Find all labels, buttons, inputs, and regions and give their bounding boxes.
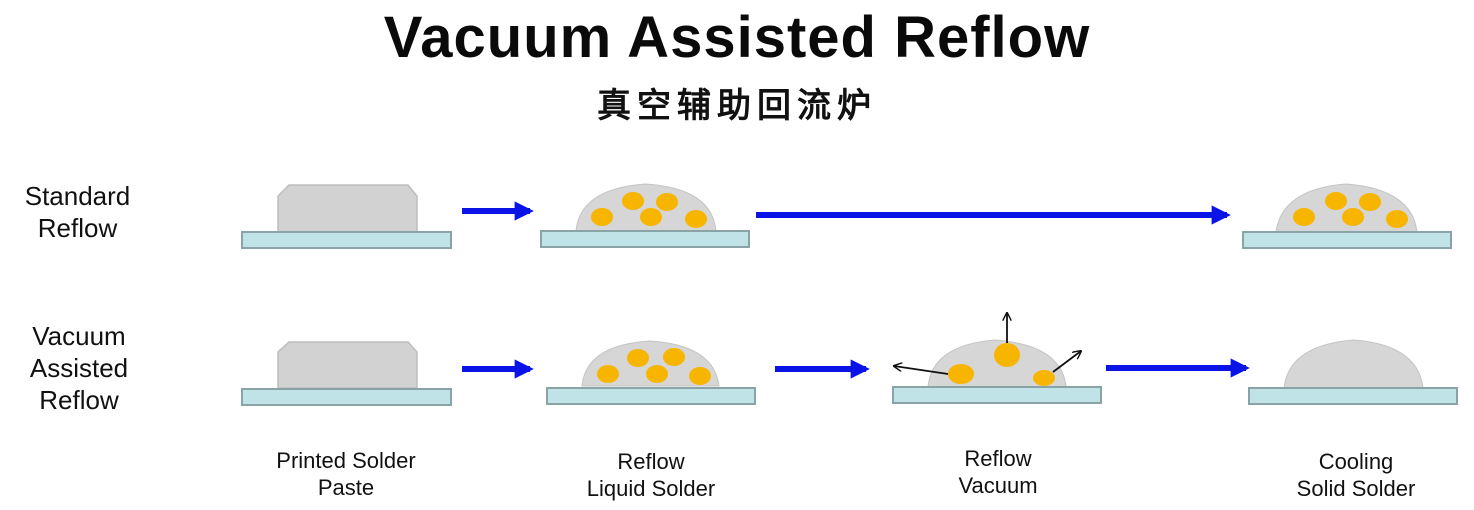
- void-bubble: [640, 208, 662, 226]
- pcb-board: [241, 231, 452, 249]
- stage-label-line: Liquid Solder: [586, 476, 716, 501]
- pcb-board: [241, 388, 452, 406]
- pcb-board: [1242, 231, 1452, 249]
- vacuum-stage-liquid-solder: [546, 340, 756, 405]
- stage-label-line: Vacuum: [958, 473, 1038, 498]
- stage-label-line: Cooling: [1318, 449, 1394, 474]
- stage-label-line: Solid Solder: [1296, 476, 1416, 501]
- void-bubble: [597, 365, 619, 383]
- vacuum-stage-printed-paste: [241, 341, 452, 406]
- void-bubble: [622, 192, 644, 210]
- void-bubble: [1359, 193, 1381, 211]
- stage-label-line: Paste: [317, 475, 375, 500]
- vacuum-stage-solid-solder: [1248, 339, 1458, 405]
- void-escape-arrow-right: [1052, 351, 1081, 373]
- pcb-board: [1248, 387, 1458, 405]
- void-bubble: [656, 193, 678, 211]
- stage-label-line: Printed Solder: [276, 448, 416, 473]
- pcb-board: [546, 387, 756, 405]
- stage-label-printed-paste: Printed Solder Paste: [226, 447, 466, 501]
- row-label-vacuum-assisted-reflow: Vacuum Assisted Reflow: [0, 320, 158, 416]
- stage-label-line: Reflow: [964, 446, 1032, 471]
- stage-label-reflow-liquid: Reflow Liquid Solder: [531, 448, 771, 502]
- row-label-line: Vacuum: [32, 321, 126, 351]
- void-bubble: [689, 367, 711, 385]
- page-title: Vacuum Assisted Reflow: [383, 5, 1091, 70]
- row-label-line: Reflow: [37, 213, 118, 243]
- void-bubble: [994, 343, 1020, 367]
- void-bubble: [1033, 370, 1055, 386]
- void-bubble: [1386, 210, 1408, 228]
- pcb-board: [540, 230, 750, 248]
- row-label-line: Standard: [24, 181, 131, 211]
- stage-label-reflow-vacuum: Reflow Vacuum: [878, 445, 1118, 499]
- void-bubble: [685, 210, 707, 228]
- void-bubble: [948, 364, 974, 384]
- solder-dome: [1283, 339, 1424, 389]
- vacuum-stage-vacuum: [892, 313, 1102, 404]
- row-label-line: Assisted: [29, 353, 129, 383]
- void-bubble: [1325, 192, 1347, 210]
- void-bubble: [591, 208, 613, 226]
- pcb-board: [892, 386, 1102, 404]
- row-label-line: Reflow: [39, 385, 119, 415]
- page-subtitle: 真空辅助回流炉: [597, 86, 877, 126]
- void-bubble: [1342, 208, 1364, 226]
- standard-stage-solid-solder: [1242, 183, 1452, 249]
- void-bubble: [663, 348, 685, 366]
- void-escape-arrow-left: [894, 366, 949, 375]
- void-bubble: [1293, 208, 1315, 226]
- solder-paste-block: [277, 184, 418, 233]
- row-label-standard-reflow: Standard Reflow: [0, 180, 155, 244]
- solder-paste-block: [277, 341, 418, 389]
- void-bubble: [627, 349, 649, 367]
- stage-label-cooling-solid: Cooling Solid Solder: [1236, 448, 1474, 502]
- standard-stage-printed-paste: [241, 184, 452, 249]
- void-bubble: [646, 365, 668, 383]
- standard-stage-liquid-solder: [540, 183, 750, 248]
- stage-label-line: Reflow: [617, 449, 685, 474]
